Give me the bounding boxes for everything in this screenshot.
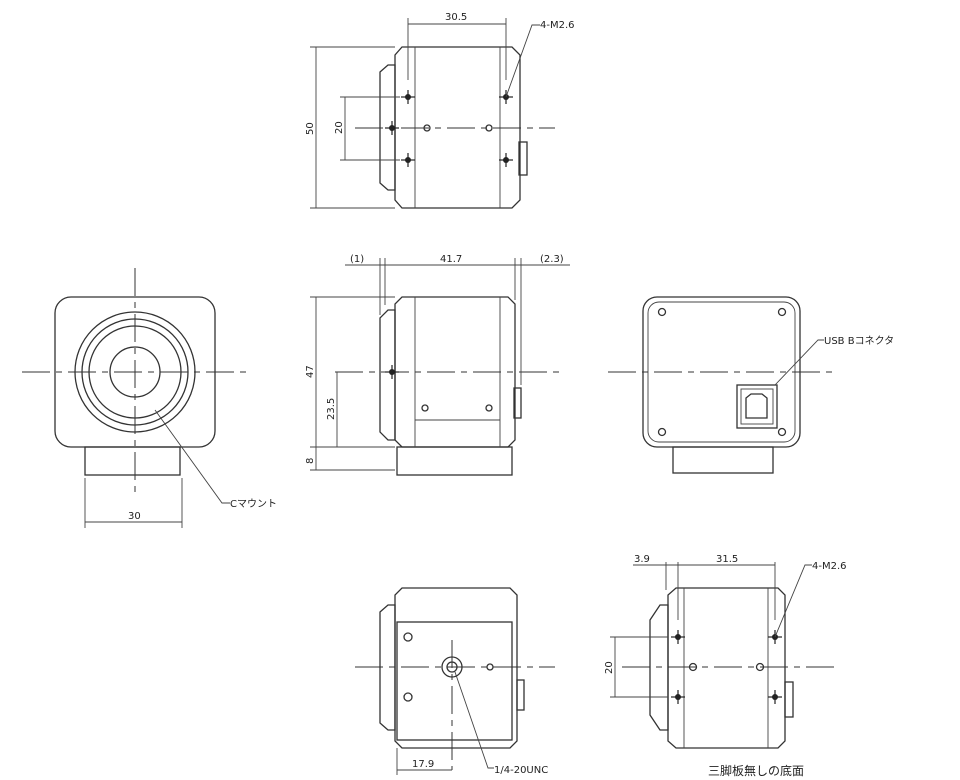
dim-base-width: 30 <box>128 511 141 522</box>
dim-rear-offset: (2.3) <box>540 254 564 265</box>
dim-center-height: 23.5 <box>326 398 337 420</box>
back-view: USB Bコネクタ <box>608 296 894 474</box>
dim-front-offset: 3.9 <box>634 554 650 565</box>
dim-length: 41.7 <box>440 254 462 265</box>
side-view: (1) 41.7 (2.3) 47 23.5 8 <box>305 254 570 476</box>
mount-label: Cマウント <box>230 498 277 510</box>
connector-label: USB Bコネクタ <box>824 335 894 347</box>
base <box>396 446 513 476</box>
dim-height: 47 <box>305 365 316 378</box>
screw-label: 4-M2.6 <box>540 20 575 31</box>
dim-width: 31.5 <box>716 554 738 565</box>
dim-width: 30.5 <box>445 12 467 23</box>
dim-front-offset: (1) <box>350 254 364 265</box>
camera-body <box>394 46 521 209</box>
dim-height: 50 <box>305 122 316 135</box>
caption: 三脚板無しの底面 <box>708 763 804 778</box>
top-view: 30.5 50 20 4-M2.6 <box>305 12 575 209</box>
screw-label: 4-M2.6 <box>812 561 847 572</box>
bottom-view-no-plate: 3.9 31.5 20 4-M2.6 三脚板無しの底面 <box>604 554 847 778</box>
front-view: 30 Cマウント <box>22 268 277 528</box>
connector <box>518 141 528 176</box>
dim-hole-pitch: 20 <box>604 661 615 674</box>
base <box>84 446 181 476</box>
dim-base-height: 8 <box>305 458 316 464</box>
usb-b-connector <box>736 384 778 429</box>
camera-body <box>394 587 518 749</box>
bottom-view: 17.9 1/4-20UNC <box>355 587 555 776</box>
base <box>672 446 774 474</box>
dim-tripod-offset: 17.9 <box>412 759 434 770</box>
camera-body <box>667 587 786 749</box>
tripod-label: 1/4-20UNC <box>494 765 548 776</box>
dim-hole-pitch: 20 <box>334 121 345 134</box>
tripod-plate <box>396 621 513 741</box>
